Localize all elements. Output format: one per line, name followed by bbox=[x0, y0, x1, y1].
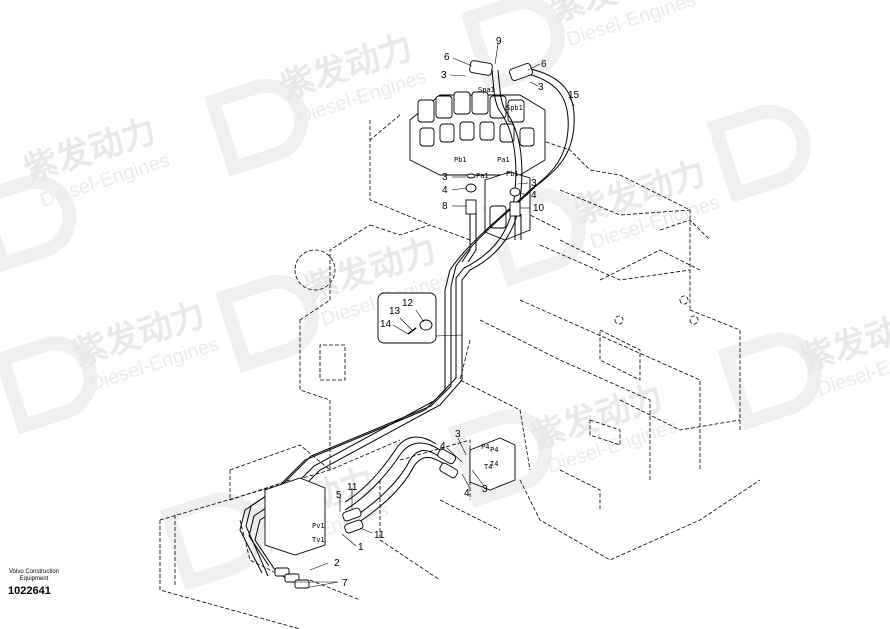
callout-3: 3 bbox=[531, 178, 537, 189]
callout-8: 8 bbox=[442, 201, 448, 212]
callout-6: 6 bbox=[541, 59, 547, 70]
fitting-8-icon bbox=[465, 199, 477, 215]
callout-11: 11 bbox=[347, 482, 358, 493]
port-pb1: Pb1 bbox=[454, 156, 467, 164]
callout-1: 1 bbox=[358, 542, 364, 553]
callout-4: 4 bbox=[531, 190, 537, 201]
port-p4-block: P4 bbox=[490, 446, 498, 454]
port-pv1: Pv1 bbox=[312, 522, 325, 530]
fitting-11-lower-icon bbox=[344, 519, 364, 534]
callout-15: 15 bbox=[568, 90, 580, 101]
detail-inset bbox=[377, 292, 463, 344]
port-t4-block: T4 bbox=[490, 460, 498, 468]
callout-13: 13 bbox=[389, 306, 401, 317]
fitting-6-left-icon bbox=[469, 60, 493, 76]
valve-block-lower bbox=[264, 477, 326, 556]
port-tv1: Tv1 bbox=[312, 536, 325, 544]
callout-4: 4 bbox=[440, 441, 446, 452]
port-labels: Spa1 Spb1 Pb1 Pa1 Pa1 Pb1 P4 T4 Pv1 Tv1 bbox=[312, 86, 523, 544]
fitting-11-upper-icon bbox=[342, 507, 362, 522]
diagram-number: 1022641 bbox=[8, 585, 51, 597]
valve-block-p4 bbox=[469, 437, 516, 491]
fitting-p4-icon bbox=[437, 448, 457, 465]
port-pa1-lower: Pa1 bbox=[476, 172, 489, 180]
callout-3: 3 bbox=[442, 172, 448, 183]
fitting-4-left-icon bbox=[465, 183, 477, 193]
fitting-4-right-icon bbox=[509, 187, 521, 197]
clamp-icon bbox=[419, 319, 433, 331]
fitting-3-icon bbox=[466, 173, 476, 179]
company-caption: Volvo Construction Equipment bbox=[8, 569, 60, 582]
port-spa1: Spa1 bbox=[478, 86, 495, 94]
callout-2: 2 bbox=[334, 558, 340, 569]
callout-3: 3 bbox=[455, 429, 461, 440]
callout-5: 5 bbox=[336, 490, 342, 501]
control-valve-block bbox=[409, 91, 546, 241]
callout-3: 3 bbox=[482, 484, 488, 495]
hose-lines bbox=[239, 67, 575, 577]
callout-14: 14 bbox=[380, 319, 392, 330]
callout-10: 10 bbox=[533, 203, 545, 214]
callout-7: 7 bbox=[342, 578, 348, 589]
callout-9: 9 bbox=[496, 36, 502, 47]
callout-3: 3 bbox=[538, 82, 544, 93]
leader-lines bbox=[295, 43, 575, 589]
port-pb1-lower: Pb1 bbox=[506, 170, 519, 178]
port-p4: P4 bbox=[481, 443, 489, 451]
callout-11: 11 bbox=[374, 530, 385, 541]
fittings bbox=[264, 60, 533, 589]
callout-3: 3 bbox=[441, 70, 447, 81]
callout-6: 6 bbox=[444, 52, 450, 63]
callout-4: 4 bbox=[442, 185, 448, 196]
fitting-t4-icon bbox=[439, 462, 459, 479]
fitting-7-c-icon bbox=[294, 579, 310, 589]
port-spb1: Spb1 bbox=[506, 104, 523, 112]
callout-4: 4 bbox=[464, 488, 470, 499]
callout-12: 12 bbox=[402, 298, 414, 309]
callout-labels: 9 6 6 3 3 15 3 4 8 3 4 10 12 13 14 3 4 P… bbox=[334, 36, 580, 589]
fitting-10-icon bbox=[509, 201, 521, 217]
port-t4: T4 bbox=[484, 463, 492, 471]
port-pa1: Pa1 bbox=[497, 156, 510, 164]
